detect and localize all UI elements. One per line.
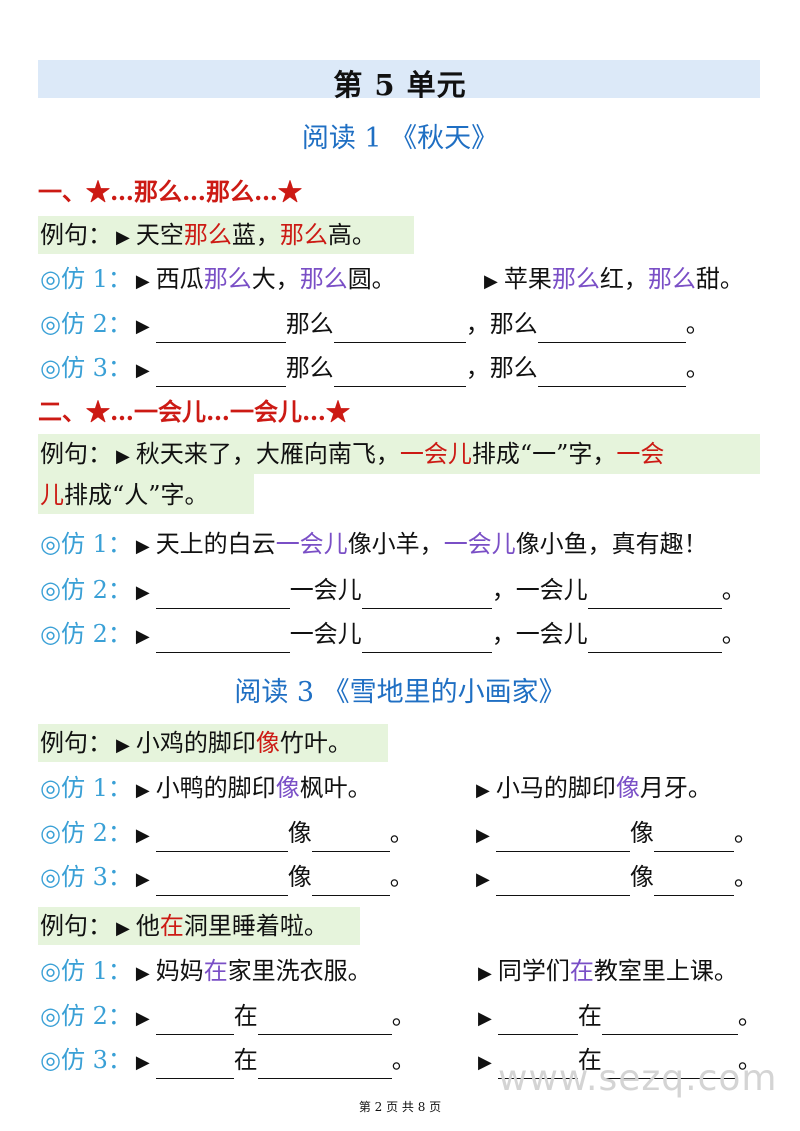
- triangle-icon: ▶: [135, 869, 150, 890]
- blank-field[interactable]: [361, 582, 492, 609]
- triangle-icon: ▶: [476, 780, 490, 801]
- imitation-3-line-r3b: ◎仿 3：▶在。: [40, 1044, 416, 1079]
- triangle-icon: ▶: [116, 446, 130, 467]
- section2-heading: 二、★…一会儿…一会儿…★: [38, 397, 350, 426]
- triangle-icon: ▶: [135, 626, 150, 647]
- triangle-icon: ▶: [135, 360, 150, 381]
- triangle-icon: ▶: [135, 582, 150, 603]
- imitation-2b-line-r3b: ▶在。: [474, 1000, 762, 1035]
- imitation-3-line-s2: ◎仿 2：▶一会儿，一会儿。: [40, 618, 746, 653]
- example-box-3: [38, 724, 388, 762]
- triangle-icon: ▶: [478, 1052, 492, 1073]
- blank-field[interactable]: [333, 316, 466, 343]
- blank-field[interactable]: [601, 1052, 738, 1079]
- example-box-4: [38, 907, 360, 945]
- imitation-3-line-r3: ◎仿 3：▶像。: [40, 861, 414, 896]
- unit-banner: [38, 60, 760, 98]
- imitation-3-line: ◎仿 3：▶那么，那么。: [40, 352, 710, 387]
- reading1-title: 阅读 1 《秋天》: [301, 123, 499, 154]
- example-box-2b: [38, 474, 254, 514]
- blank-field[interactable]: [155, 316, 286, 343]
- triangle-icon: ▶: [116, 227, 130, 248]
- imitation-2-line-r3: ◎仿 2：▶像。: [40, 817, 414, 852]
- triangle-icon: ▶: [116, 918, 130, 939]
- triangle-icon: ▶: [476, 869, 490, 890]
- triangle-icon: ▶: [476, 825, 490, 846]
- imitation-2b-line-r3: ▶像。: [472, 817, 758, 852]
- blank-field[interactable]: [311, 825, 390, 852]
- imitation-3b-line-r3b: ▶在。: [474, 1044, 762, 1079]
- triangle-icon: ▶: [116, 735, 130, 756]
- blank-field[interactable]: [497, 1052, 578, 1079]
- example-label: 例句：: [40, 221, 112, 249]
- blank-field[interactable]: [497, 1008, 578, 1035]
- example-line-2a: 例句：▶秋天来了，大雁向南飞，一会儿排成“一”字，一会: [40, 440, 665, 468]
- example-line-4: 例句：▶他在洞里睡着啦。: [40, 912, 328, 940]
- imitation-1-line-r3b: ◎仿 1：▶妈妈在家里洗衣服。: [40, 957, 372, 985]
- page-footer: 第 2 页 共 8 页: [358, 1100, 442, 1114]
- imitation-3b-line-r3: ▶像。: [472, 861, 758, 896]
- imitation-1b-line-r3b: ▶同学们在教室里上课。: [478, 957, 738, 985]
- triangle-icon: ▶: [135, 536, 150, 557]
- blank-field[interactable]: [495, 825, 630, 852]
- blank-field[interactable]: [311, 869, 390, 896]
- triangle-icon: ▶: [135, 963, 150, 984]
- imitation-label: ◎仿 1：: [40, 265, 132, 293]
- blank-field[interactable]: [587, 582, 722, 609]
- blank-field[interactable]: [361, 626, 492, 653]
- blank-field[interactable]: [537, 360, 686, 387]
- imitation-2-line-r3b: ◎仿 2：▶在。: [40, 1000, 416, 1035]
- triangle-icon: ▶: [135, 1008, 150, 1029]
- triangle-icon: ▶: [135, 825, 150, 846]
- blank-field[interactable]: [601, 1008, 738, 1035]
- blank-field[interactable]: [653, 869, 734, 896]
- imitation-2-line-s2: ◎仿 2：▶一会儿，一会儿。: [40, 574, 746, 609]
- blank-field[interactable]: [155, 582, 290, 609]
- triangle-icon: ▶: [135, 271, 150, 292]
- unit-title: 第 5 单元: [333, 68, 467, 102]
- triangle-icon: ▶: [135, 780, 150, 801]
- blank-field[interactable]: [495, 869, 630, 896]
- imitation-1-line-r3: ◎仿 1：▶小鸭的脚印像枫叶。: [40, 774, 372, 802]
- imitation-2-line: ◎仿 2：▶那么，那么。: [40, 308, 710, 343]
- triangle-icon: ▶: [478, 1008, 492, 1029]
- section1-heading: 一、★…那么…那么…★: [38, 177, 302, 206]
- triangle-icon: ▶: [478, 963, 492, 984]
- blank-field[interactable]: [587, 626, 722, 653]
- imitation-1b-line-r3: ▶小马的脚印像月牙。: [476, 774, 712, 802]
- blank-field[interactable]: [333, 360, 466, 387]
- example-box-2a: [38, 434, 760, 474]
- blank-field[interactable]: [155, 1052, 234, 1079]
- example-line-1: 例句：▶天空那么蓝，那么高。: [40, 221, 376, 249]
- blank-field[interactable]: [155, 626, 290, 653]
- example-box-1: [38, 216, 414, 254]
- blank-field[interactable]: [537, 316, 686, 343]
- triangle-icon: ▶: [484, 271, 498, 292]
- reading3-title: 阅读 3 《雪地里的小画家》: [234, 677, 566, 708]
- blank-field[interactable]: [257, 1052, 392, 1079]
- watermark: www.sezq.com: [498, 1058, 778, 1099]
- blank-field[interactable]: [257, 1008, 392, 1035]
- imitation-1-line: ◎仿 1：▶西瓜那么大，那么圆。: [40, 265, 396, 293]
- blank-field[interactable]: [155, 825, 288, 852]
- blank-field[interactable]: [653, 825, 734, 852]
- blank-field[interactable]: [155, 360, 286, 387]
- example-line-3: 例句：▶小鸡的脚印像竹叶。: [40, 729, 352, 757]
- blank-field[interactable]: [155, 1008, 234, 1035]
- blank-field[interactable]: [155, 869, 288, 896]
- imitation-1b-line: ▶苹果那么红，那么甜。: [484, 265, 744, 293]
- triangle-icon: ▶: [135, 1052, 150, 1073]
- imitation-1-line-s2: ◎仿 1：▶天上的白云一会儿像小羊，一会儿像小鱼，真有趣！: [40, 530, 708, 558]
- example-line-2b: 儿排成“人”字。: [40, 481, 209, 509]
- triangle-icon: ▶: [135, 316, 150, 337]
